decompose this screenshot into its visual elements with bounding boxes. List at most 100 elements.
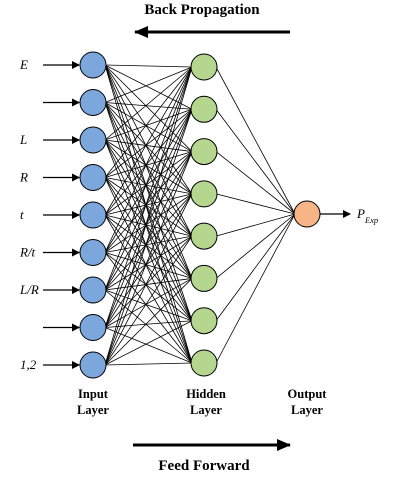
- input-hidden-connection: [104, 235, 193, 291]
- input-hidden-connection: [104, 109, 193, 216]
- input-hidden-connection: [104, 66, 193, 366]
- input-hidden-connection: [104, 289, 193, 322]
- input-hidden-connection: [104, 327, 193, 364]
- input-node: [79, 276, 107, 304]
- input-layer-label-line1: Input: [78, 387, 109, 401]
- input-node: [79, 201, 107, 229]
- input-hidden-connection: [104, 193, 193, 366]
- input-hidden-connection: [104, 235, 193, 366]
- input-hidden-connection: [104, 102, 193, 195]
- input-hidden-connection: [104, 66, 193, 253]
- input-hidden-connection: [104, 177, 193, 195]
- input-hidden-connection: [104, 193, 193, 216]
- input-hidden-connection: [104, 278, 193, 328]
- input-variable-label: 1,2: [20, 357, 37, 372]
- input-hidden-connection: [104, 362, 193, 366]
- output-label-sub: Exp: [364, 215, 378, 225]
- input-hidden-connection: [104, 139, 193, 321]
- input-variable-label: R: [19, 170, 28, 185]
- input-hidden-connection: [104, 66, 193, 328]
- feed-forward-title: Feed Forward: [158, 458, 250, 474]
- input-hidden-connection: [104, 109, 193, 253]
- hidden-node: [190, 180, 218, 208]
- hidden-node: [190, 138, 218, 166]
- input-hidden-connection: [104, 177, 193, 321]
- input-node: [79, 314, 107, 341]
- input-layer-label-line2: Layer: [77, 403, 109, 417]
- input-hidden-connection: [104, 102, 193, 364]
- input-hidden-connection: [104, 64, 193, 110]
- hidden-layer-label-line1: Hidden: [186, 387, 226, 401]
- input-hidden-connection: [104, 214, 193, 279]
- input-hidden-connection: [104, 177, 193, 364]
- input-arrows: [43, 61, 80, 369]
- input-hidden-connection: [104, 64, 193, 237]
- hidden-output-connection: [215, 109, 296, 215]
- input-hidden-connection: [104, 235, 193, 328]
- input-hidden-connection: [104, 252, 193, 322]
- connection-lines: [104, 64, 296, 366]
- input-hidden-connection: [104, 109, 193, 291]
- hidden-output-connection: [215, 213, 296, 237]
- hidden-node: [190, 222, 218, 250]
- hidden-node: [190, 264, 218, 292]
- input-hidden-connection: [104, 64, 193, 321]
- input-hidden-connection: [104, 64, 193, 364]
- network-nodes: [79, 51, 321, 379]
- input-node: [79, 239, 107, 266]
- input-hidden-connection: [104, 151, 193, 178]
- hidden-output-connection: [215, 151, 296, 215]
- input-hidden-connection: [104, 108, 193, 178]
- input-hidden-connection: [104, 139, 193, 279]
- output-layer-label-line2: Layer: [291, 403, 323, 417]
- output-node: [293, 200, 321, 228]
- input-hidden-connection: [104, 151, 193, 328]
- input-node: [79, 351, 107, 379]
- input-variable-label: E: [19, 57, 28, 72]
- hidden-output-connection: [215, 66, 296, 215]
- input-node: [79, 51, 107, 79]
- input-hidden-connection: [104, 193, 193, 328]
- input-hidden-connection: [104, 278, 193, 366]
- input-hidden-connection: [104, 64, 193, 152]
- input-hidden-connection: [104, 139, 193, 364]
- input-hidden-connection: [104, 109, 193, 328]
- input-hidden-connection: [104, 66, 193, 141]
- output-label-main: P: [356, 206, 365, 221]
- input-hidden-connection: [104, 177, 193, 237]
- hidden-node: [190, 307, 218, 335]
- input-hidden-connection: [104, 102, 193, 237]
- input-hidden-connection: [104, 177, 193, 279]
- input-hidden-connection: [104, 252, 193, 279]
- input-hidden-connection: [104, 139, 193, 237]
- input-hidden-connection: [104, 214, 193, 364]
- input-variable-label: t: [20, 207, 24, 222]
- hidden-node: [190, 95, 218, 123]
- input-hidden-connection: [104, 235, 193, 253]
- input-hidden-connection: [104, 214, 193, 237]
- hidden-node: [190, 349, 218, 377]
- input-node: [79, 164, 107, 191]
- input-hidden-connection: [104, 139, 193, 195]
- input-hidden-connection: [104, 102, 193, 279]
- output-label: PExp: [356, 206, 378, 225]
- input-hidden-connection: [104, 320, 193, 328]
- output-layer-label-line1: Output: [288, 387, 328, 401]
- input-hidden-connection: [104, 151, 193, 291]
- input-node: [79, 89, 107, 116]
- input-hidden-connection: [104, 139, 193, 152]
- hidden-output-connection: [215, 213, 296, 321]
- input-hidden-connection: [104, 66, 193, 291]
- input-hidden-connection: [104, 108, 193, 141]
- input-hidden-connection: [104, 252, 193, 364]
- hidden-output-connection: [215, 213, 296, 279]
- input-hidden-connection: [104, 151, 193, 216]
- input-hidden-connection: [104, 193, 193, 291]
- input-hidden-connection: [104, 151, 193, 253]
- input-hidden-connection: [104, 193, 193, 253]
- input-hidden-connection: [104, 64, 193, 68]
- input-hidden-connection: [104, 214, 193, 321]
- back-propagation-title: Back Propagation: [144, 2, 260, 18]
